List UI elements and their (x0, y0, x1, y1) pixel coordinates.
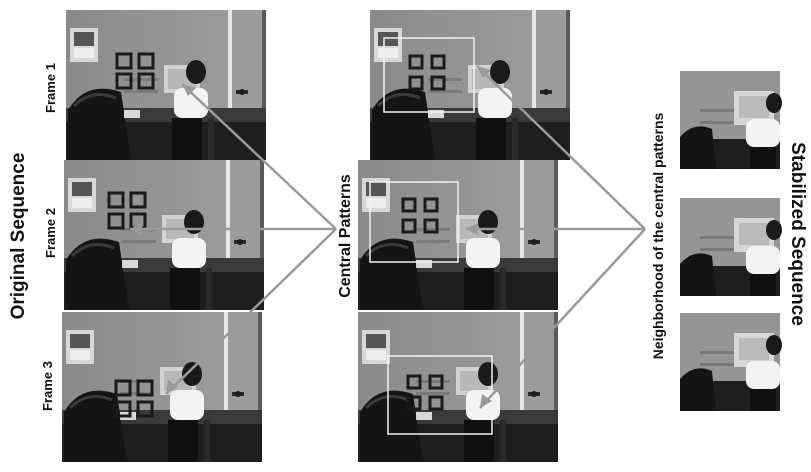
pattern-squares-frame-1 (115, 52, 155, 90)
central-pattern-squares-2 (401, 197, 439, 234)
central-frame-1 (368, 8, 572, 162)
original-frame-1 (64, 8, 268, 162)
stabilized-frame-2 (680, 198, 782, 296)
frame-3-label: Frame 3 (40, 361, 55, 411)
neighborhood-label: Neighborhood of the central patterns (650, 113, 666, 360)
stabilized-frame-1 (680, 71, 782, 169)
central-pattern-squares-1 (408, 54, 446, 91)
neighborhood-box-frame-1 (383, 37, 475, 113)
neighborhood-arrowheads (466, 66, 492, 408)
central-patterns-arrows (130, 83, 337, 395)
original-frame-3 (60, 310, 264, 464)
frame-1-label: Frame 1 (43, 63, 58, 113)
frame-2-label: Frame 2 (43, 208, 58, 258)
stabilized-frame-3 (680, 313, 782, 411)
stabilized-sequence-label: Stabilized Sequence (787, 142, 808, 326)
original-frame-2 (62, 158, 266, 312)
pattern-squares-frame-2 (107, 191, 147, 230)
central-patterns-label: Central Patterns (337, 174, 354, 298)
original-sequence-label: Original Sequence (8, 153, 29, 320)
neighborhood-arrows (466, 65, 646, 409)
neighborhood-box-frame-2 (369, 181, 459, 263)
central-patterns-arrowheads (130, 84, 196, 394)
pattern-squares-frame-3 (114, 379, 154, 418)
central-pattern-squares-3 (406, 374, 444, 411)
